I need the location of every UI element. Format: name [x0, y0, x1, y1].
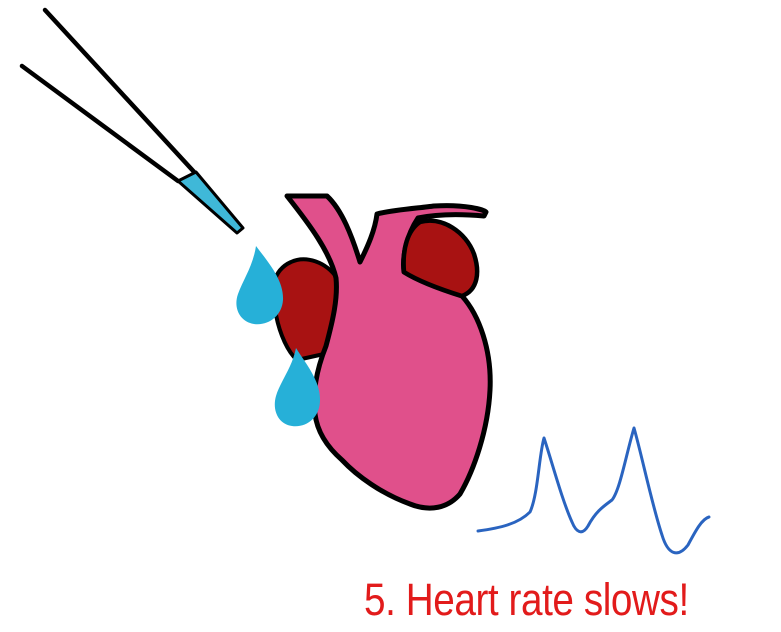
pipette-tip	[178, 172, 243, 233]
pipette-icon	[22, 10, 243, 233]
ecg-trace-icon	[478, 428, 709, 553]
droplet-icon	[275, 348, 320, 426]
caption-text: 5. Heart rate slows!	[364, 572, 717, 628]
heart-icon	[272, 196, 490, 508]
droplet-icon	[236, 246, 283, 324]
